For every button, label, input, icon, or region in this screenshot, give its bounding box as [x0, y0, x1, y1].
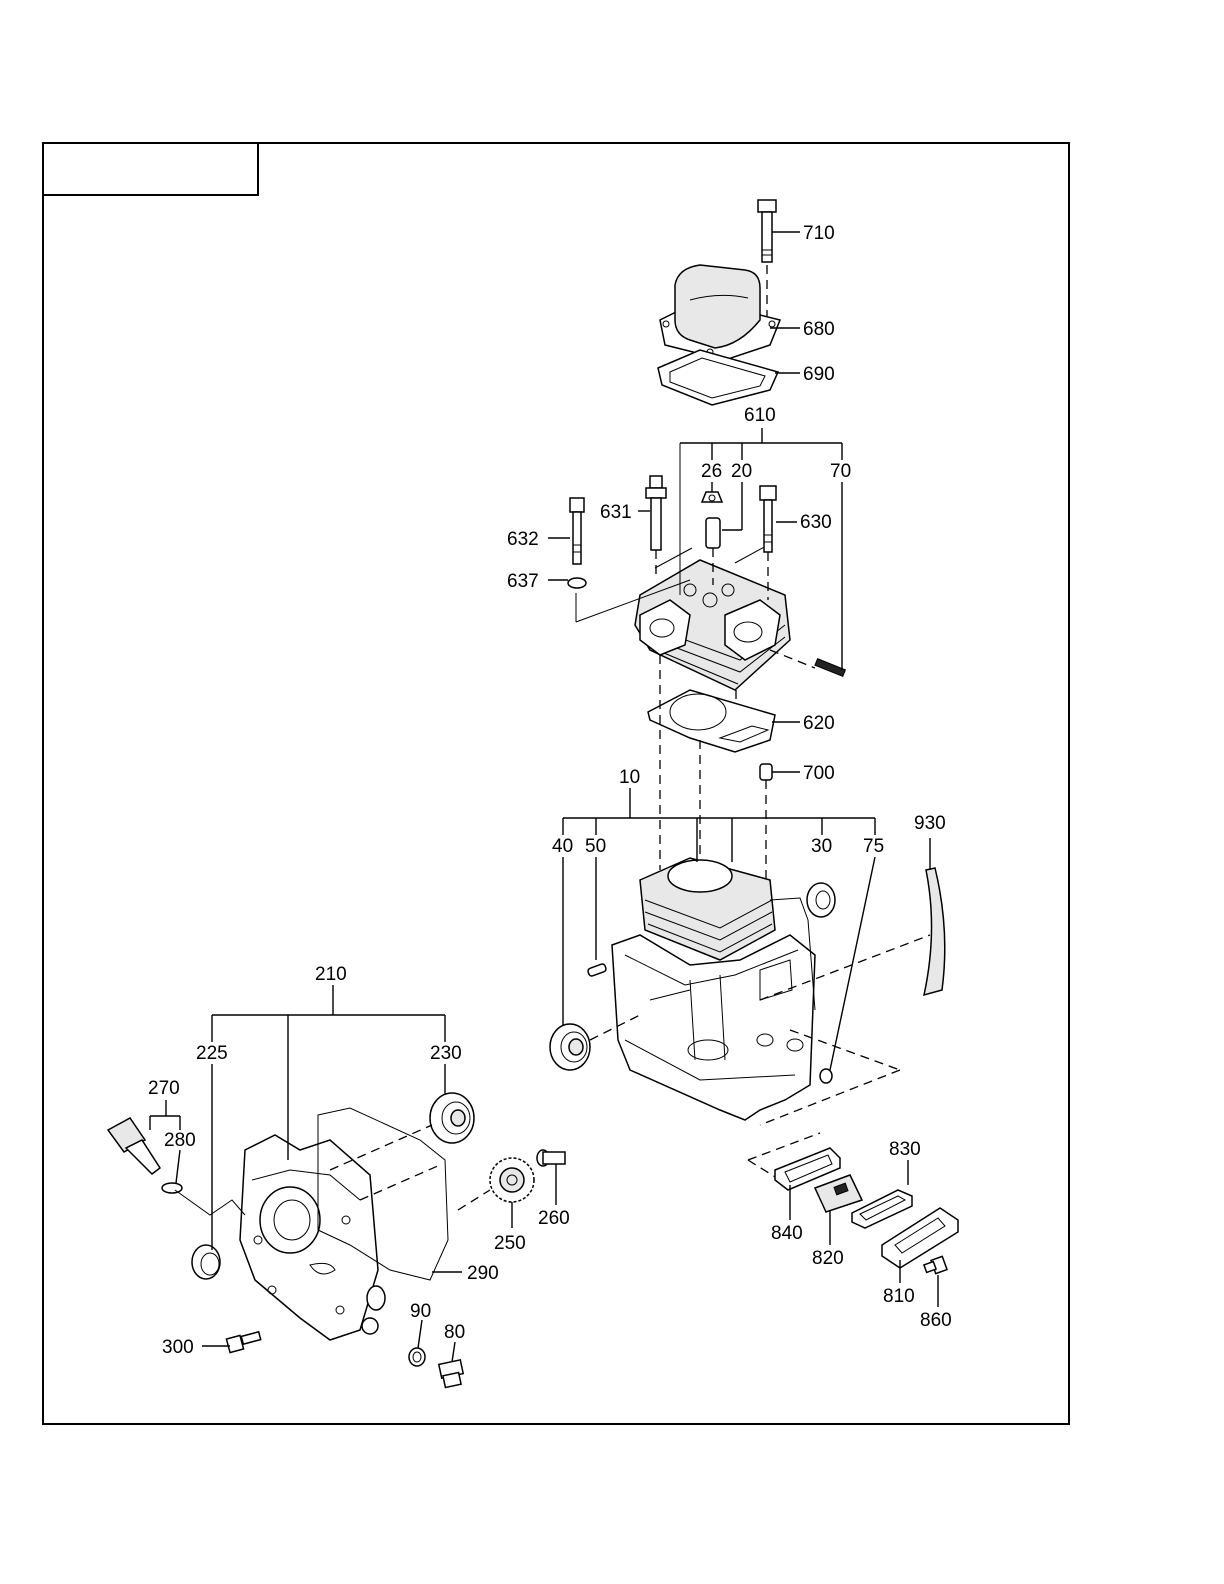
label-80: 80	[444, 1322, 465, 1343]
label-632: 632	[507, 529, 539, 550]
label-280: 280	[164, 1130, 196, 1151]
label-30: 30	[811, 836, 832, 857]
label-860: 860	[920, 1310, 952, 1331]
label-840: 840	[771, 1223, 803, 1244]
label-260: 260	[538, 1208, 570, 1229]
label-270: 270	[148, 1078, 180, 1099]
label-250: 250	[494, 1233, 526, 1254]
diagram-frame	[42, 142, 1070, 1425]
crankcase-small-parts-drawing	[549, 882, 931, 1126]
dowel-700-drawing	[759, 763, 773, 781]
label-620: 620	[803, 713, 835, 734]
drain-parts-drawing	[225, 1330, 465, 1389]
head-gasket-620-drawing	[647, 689, 776, 753]
gasket-290-drawing	[317, 1107, 449, 1281]
label-690: 690	[803, 364, 835, 385]
label-610: 610	[744, 405, 776, 426]
label-680: 680	[803, 319, 835, 340]
label-20: 20	[731, 461, 752, 482]
label-26: 26	[701, 461, 722, 482]
label-630: 630	[800, 512, 832, 533]
label-300: 300	[162, 1337, 194, 1358]
gasket-690-drawing	[657, 349, 780, 406]
rocker-cover-680-drawing	[659, 264, 782, 361]
seals-bearings-drawing	[191, 1092, 491, 1280]
label-820: 820	[812, 1248, 844, 1269]
governor-gear-250-drawing	[489, 1149, 566, 1203]
label-70: 70	[830, 461, 851, 482]
label-700: 700	[803, 763, 835, 784]
label-50: 50	[585, 836, 606, 857]
alignment-lines	[659, 655, 767, 890]
label-225: 225	[196, 1043, 228, 1064]
label-810: 810	[883, 1286, 915, 1307]
head-bolts-drawing	[567, 475, 777, 600]
guide-930-drawing	[923, 867, 946, 997]
label-230: 230	[430, 1043, 462, 1064]
label-710: 710	[803, 223, 835, 244]
dipstick-270-drawing	[106, 1117, 246, 1216]
label-930: 930	[914, 813, 946, 834]
breather-group-drawing	[747, 1132, 959, 1275]
label-90: 90	[410, 1301, 431, 1322]
label-637: 637	[507, 571, 539, 592]
label-631: 631	[600, 502, 632, 523]
label-40: 40	[552, 836, 573, 857]
label-210: 210	[315, 964, 347, 985]
cylinder-head-610-drawing	[575, 443, 847, 691]
title-box	[42, 142, 259, 196]
label-830: 830	[889, 1139, 921, 1160]
crankcase-cover-210-drawing	[239, 1134, 386, 1341]
bolt-710-drawing	[757, 199, 777, 320]
label-290: 290	[467, 1263, 499, 1284]
crankcase-10-drawing	[611, 857, 816, 1121]
leader-lines	[149, 231, 939, 1363]
label-10: 10	[619, 767, 640, 788]
label-75: 75	[863, 836, 884, 857]
